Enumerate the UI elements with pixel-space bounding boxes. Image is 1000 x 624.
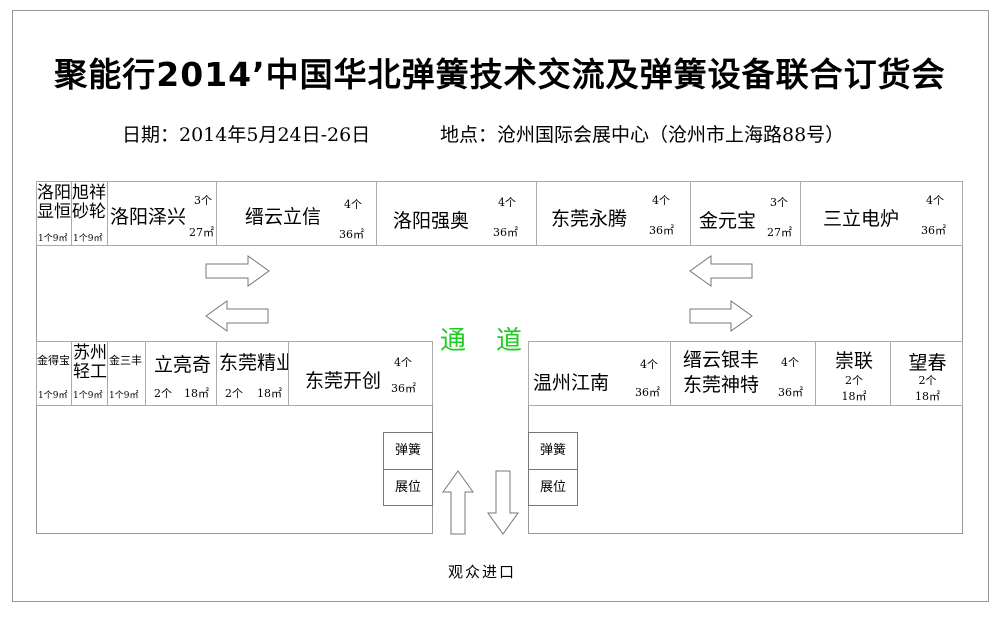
booth-size: 4个 [781,356,799,369]
booth[interactable]: 缙云立信 4个 36㎡ [216,181,377,246]
booth-size: 18㎡ [257,387,282,400]
booth-name: 缙云银丰 [683,349,760,371]
booth-name: 望春 [908,352,947,374]
page-title: 聚能行2014’中国华北弹簧技术交流及弹簧设备联合订货会 [54,55,946,94]
booth-size: 4个 [926,194,944,207]
booth-size: 2个 [918,374,937,387]
booth-name: 金元宝 [699,210,757,232]
booth-size: 18㎡ [184,387,209,400]
booth-size: 4个 [652,194,670,207]
booth-size: 4个 [640,358,658,371]
event-date: 日期：2014年5月24日-26日 [122,124,371,146]
booth[interactable]: 缙云银丰 东莞神特 4个 36㎡ [670,341,816,406]
booth-name: 东莞开创 [305,370,382,392]
booth-size: 4个 [344,198,362,211]
booth-name: 洛阳泽兴 [110,206,187,228]
booth-size: 18㎡ [915,390,940,403]
booth-size: 36㎡ [635,386,660,399]
booth-name: 金得宝 [37,354,70,367]
booth[interactable]: 崇联 2个 18㎡ [815,341,891,406]
booth-name: 缙云立信 [245,206,322,228]
booth-size: 2个 [154,387,172,400]
booth-size: 36㎡ [493,226,518,239]
booth-size: 27㎡ [767,226,792,239]
booth-name: 东莞精业 [219,352,296,374]
booth-size: 1个9㎡ [73,234,103,244]
booth[interactable]: 金三丰 1个9㎡ [107,341,146,406]
booth-name: 金三丰 [109,354,142,367]
booth-name: 三立电炉 [823,208,900,230]
booth-name: 洛阳强奥 [393,210,470,232]
booth[interactable]: 洛阳显恒 1个9㎡ [36,181,72,246]
booth[interactable]: 东莞开创 4个 36㎡ [288,341,433,406]
booth[interactable]: 旭祥砂轮 1个9㎡ [71,181,108,246]
spring-booth-left[interactable]: 弹簧 展位 [383,432,433,506]
booth-size: 3个 [194,194,212,207]
booth-name: 苏州轻工 [73,343,107,382]
booth-size: 36㎡ [649,224,674,237]
arrow-right-icon [205,255,270,287]
booth-size: 4个 [498,196,516,209]
booth-size: 36㎡ [391,382,416,395]
booth-size: 36㎡ [339,228,364,241]
outer-frame [12,10,989,602]
wall-bottom-left [36,533,433,534]
arrow-up-icon [442,470,474,535]
booth-name: 旭祥砂轮 [72,183,106,222]
booth-size: 1个9㎡ [38,391,68,401]
booth[interactable]: 东莞永腾 4个 36㎡ [536,181,691,246]
booth-size: 4个 [394,356,412,369]
booth[interactable]: 苏州轻工 1个9㎡ [71,341,108,406]
booth[interactable]: 洛阳强奥 4个 36㎡ [376,181,537,246]
booth[interactable]: 洛阳泽兴 3个 27㎡ [107,181,217,246]
arrow-right-icon [689,300,753,332]
booth-name: 温州江南 [533,372,610,394]
booth-size: 36㎡ [778,386,803,399]
booth-size: 36㎡ [921,224,946,237]
spring-booth-right[interactable]: 弹簧 展位 [528,432,578,506]
booth-name: 立亮奇 [154,354,212,376]
entrance-label: 观众进口 [448,563,517,581]
booth-name: 东莞永腾 [551,208,628,230]
booth[interactable]: 三立电炉 4个 36㎡ [800,181,963,246]
event-venue: 地点：沧州国际会展中心（沧州市上海路88号） [440,124,845,146]
booth-size: 3个 [770,196,788,209]
booth-name: 崇联 [834,350,873,372]
booth[interactable]: 温州江南 4个 36㎡ [528,341,671,406]
booth-name: 洛阳显恒 [37,183,71,222]
booth-size: 2个 [845,374,863,387]
booth-size: 27㎡ [189,226,214,239]
booth-size: 2个 [225,387,243,400]
booth[interactable]: 东莞精业 2个 18㎡ [216,341,295,406]
booth[interactable]: 望春 2个 18㎡ [890,341,963,406]
booth[interactable]: 金得宝 1个9㎡ [36,341,72,406]
booth[interactable]: 立亮奇 2个 18㎡ [145,341,217,406]
passage-label: 通道 [440,326,553,356]
arrow-left-icon [205,300,269,332]
arrow-left-icon [689,255,753,287]
booth[interactable]: 金元宝 3个 27㎡ [690,181,801,246]
wall-bottom-right [528,533,963,534]
booth-size: 1个9㎡ [73,391,103,401]
booth-name: 东莞神特 [683,374,760,396]
arrow-down-icon [487,470,519,535]
booth-size: 1个9㎡ [38,234,68,244]
booth-size: 18㎡ [841,390,867,403]
booth-size: 1个9㎡ [109,391,139,401]
